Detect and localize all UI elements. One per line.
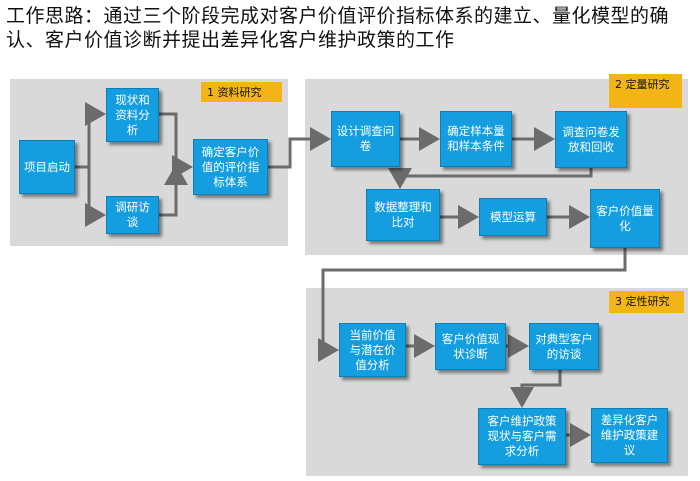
arrow-distribute-to-data (388, 168, 593, 189)
step-design-questionnaire: 设计调查问卷 (331, 111, 400, 167)
arrow-start-to-interview (85, 167, 106, 227)
phase-3-tag: 3 定性研究 (609, 291, 684, 313)
step-project-start: 项目启动 (19, 140, 75, 194)
step-status-data-analysis: 现状和资料分析 (106, 88, 159, 142)
arrow-interview-to-define (159, 164, 188, 217)
step-diff-policy-suggestion: 差异化客户维护政策建议 (591, 408, 668, 463)
step-policy-needs-analysis: 客户维护政策现状与客户需求分析 (478, 408, 566, 465)
step-define-index-system: 确定客户价值的评价指标体系 (193, 139, 268, 195)
step-value-diagnosis: 客户价值现状诊断 (435, 323, 506, 370)
page-title: 工作思路：通过三个阶段完成对客户价值评价指标体系的建立、量化模型的确认、客户价值… (6, 5, 670, 51)
arrow-quantify-to-current (318, 248, 627, 362)
step-interview: 调研访谈 (106, 196, 159, 234)
arrow-start-to-status (75, 102, 106, 169)
step-current-potential-value: 当前价值与潜在价值分析 (339, 323, 406, 377)
phase-2-tag: 2 定量研究 (609, 74, 682, 108)
step-data-organize: 数据整理和比对 (366, 189, 440, 241)
arrow-typical-to-policy (510, 370, 562, 408)
step-distribute-collect: 调查问卷发放和回收 (555, 111, 627, 168)
step-model-calc: 模型运算 (479, 198, 547, 236)
phase-1-tag: 1 资料研究 (201, 82, 282, 102)
step-value-quantify: 客户价值量化 (590, 189, 660, 248)
arrow-status-to-define (159, 112, 193, 179)
step-typical-interview: 对典型客户的访谈 (529, 323, 599, 370)
step-sample-size: 确定样本量和样本条件 (440, 111, 512, 167)
arrow-define-to-design (268, 127, 331, 169)
